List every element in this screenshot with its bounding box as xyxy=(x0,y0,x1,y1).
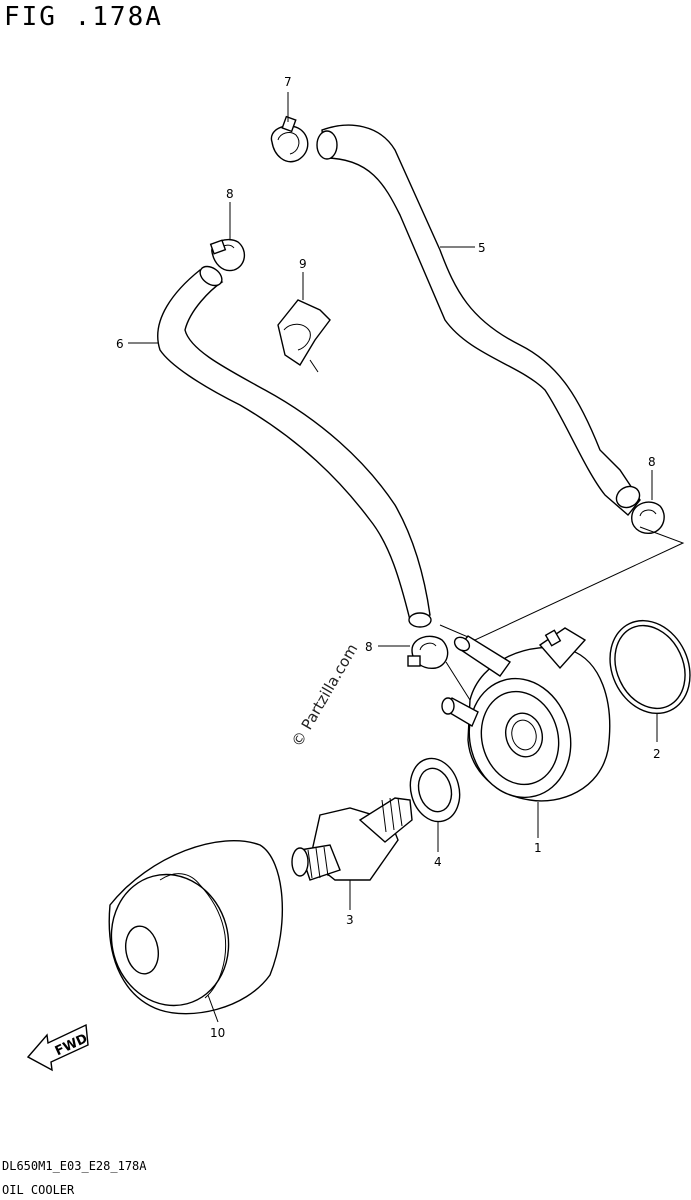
callout-8-upper: 8 xyxy=(226,187,234,201)
leader-lines xyxy=(128,92,658,1023)
hose-clamp-8-lower[interactable] xyxy=(407,635,449,669)
callout-5: 5 xyxy=(478,241,486,255)
callout-9: 9 xyxy=(299,257,307,271)
fwd-arrow: FWD xyxy=(26,1023,90,1072)
hose-clamp-8-upper[interactable] xyxy=(209,238,245,272)
union-bolt-3[interactable] xyxy=(291,797,413,881)
gasket-4[interactable] xyxy=(404,753,467,827)
callout-1: 1 xyxy=(534,841,542,855)
callout-7: 7 xyxy=(284,75,292,89)
section-name: OIL COOLER xyxy=(2,1183,75,1197)
o-ring-2[interactable] xyxy=(595,607,691,726)
callout-8-lower: 8 xyxy=(365,640,373,654)
hose-6[interactable] xyxy=(157,263,432,628)
connection-lines xyxy=(439,526,685,701)
callout-labels: 7 8 5 9 6 8 8 2 1 4 3 10 xyxy=(116,75,661,1040)
oil-filter-10[interactable] xyxy=(97,840,283,1019)
hose-clamp-9[interactable] xyxy=(277,299,331,373)
oil-cooler-1[interactable] xyxy=(441,627,611,809)
hose-clamp-7[interactable] xyxy=(270,115,309,163)
callout-8-right: 8 xyxy=(648,455,656,469)
callout-6: 6 xyxy=(116,337,124,351)
callout-4: 4 xyxy=(434,855,442,869)
watermark: © Partzilla.com xyxy=(288,641,361,750)
callout-3: 3 xyxy=(346,913,354,927)
hose-clamp-8-right[interactable] xyxy=(631,501,665,534)
hose-5[interactable] xyxy=(316,124,643,517)
callout-2: 2 xyxy=(653,747,661,761)
callout-10: 10 xyxy=(210,1026,225,1040)
figure-title: FIG .178A xyxy=(4,2,163,32)
drawing-code: DL650M1_E03_E28_178A xyxy=(2,1159,147,1173)
